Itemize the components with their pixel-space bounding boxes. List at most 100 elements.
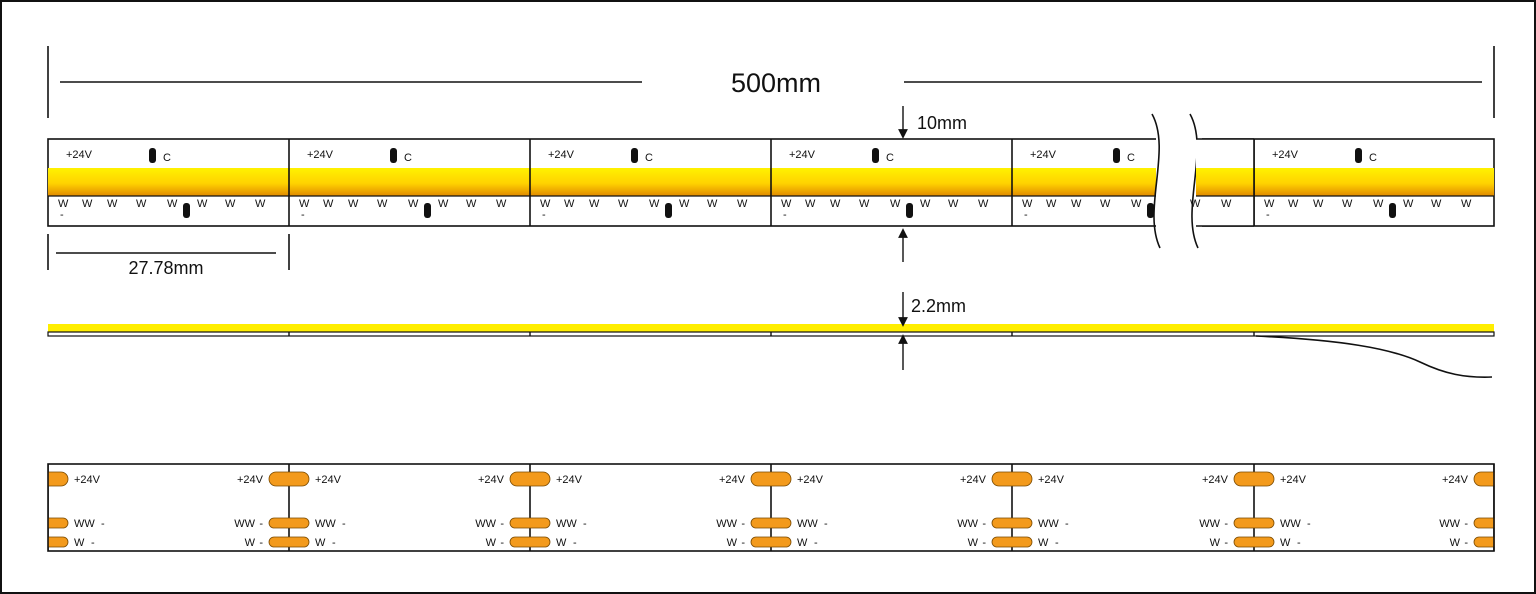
- led-label: W: [707, 198, 718, 210]
- break-curve-right: [1189, 113, 1199, 249]
- led-label: W: [649, 198, 660, 210]
- pad-label: WW: [315, 518, 336, 530]
- voltage-label: +24V: [1030, 149, 1057, 161]
- led-label: W: [948, 198, 959, 210]
- thickness-dimension: 2.2mm: [898, 292, 966, 370]
- solder-pad: [1233, 536, 1275, 548]
- capacitor-icon: [872, 148, 879, 163]
- pad-minus-label: -: [982, 518, 986, 530]
- led-label: W: [978, 198, 989, 210]
- pad-label: +24V: [315, 474, 342, 486]
- led-label: W: [920, 198, 931, 210]
- voltage-label: +24V: [548, 149, 575, 161]
- pad-label: +24V: [797, 474, 824, 486]
- pad-label: WW: [957, 518, 978, 530]
- led-label: W: [830, 198, 841, 210]
- led-label: W: [225, 198, 236, 210]
- led-label: W: [58, 198, 69, 210]
- pad-label: +24V: [74, 474, 101, 486]
- pad-minus-label: -: [814, 537, 818, 549]
- pad-minus-label: -: [1464, 537, 1468, 549]
- minus-label: -: [301, 209, 305, 221]
- capacitor-icon: [1355, 148, 1362, 163]
- pad-label: W: [727, 537, 738, 549]
- pad-label: WW: [1439, 518, 1460, 530]
- component-label: C: [1369, 152, 1377, 164]
- voltage-label: +24V: [307, 149, 334, 161]
- minus-label: -: [60, 209, 64, 221]
- led-label: W: [1342, 198, 1353, 210]
- break-strip-led-band: [1196, 168, 1254, 196]
- pad-label: W: [556, 537, 567, 549]
- solder-pad: [268, 471, 310, 487]
- pad-minus-label: -: [1224, 537, 1228, 549]
- led-label: W: [618, 198, 629, 210]
- pad-label: WW: [475, 518, 496, 530]
- total-length-label: 500mm: [731, 68, 821, 98]
- pad-label: W: [486, 537, 497, 549]
- pad-label: W: [1280, 537, 1291, 549]
- solder-pad: [991, 517, 1033, 529]
- pad-label: W: [797, 537, 808, 549]
- minus-label: -: [542, 209, 546, 221]
- led-label: W: [438, 198, 449, 210]
- solder-pad: [991, 471, 1033, 487]
- pad-label: WW: [1199, 518, 1220, 530]
- total-length-dimension: 500mm: [47, 46, 1495, 118]
- component-label: C: [404, 152, 412, 164]
- pad-label: WW: [716, 518, 737, 530]
- pad-label: W: [1210, 537, 1221, 549]
- component-label: C: [163, 152, 171, 164]
- led-label: W: [1071, 198, 1082, 210]
- voltage-label: +24V: [66, 149, 93, 161]
- pad-minus-label: -: [573, 537, 577, 549]
- pad-label: WW: [234, 518, 255, 530]
- led-label: W: [1131, 198, 1142, 210]
- solder-pad: [1233, 471, 1275, 487]
- strip-back-view: +24V+24VWW--WWW--W+24V+24VWW--WWW--W+24V…: [36, 463, 1507, 552]
- solder-pad: [750, 471, 792, 487]
- resistor-icon: [424, 203, 431, 218]
- strip-side-view: [47, 324, 1495, 378]
- led-label: W: [1022, 198, 1033, 210]
- pad-label: +24V: [1280, 474, 1307, 486]
- pad-minus-label: -: [259, 537, 263, 549]
- resistor-icon: [1389, 203, 1396, 218]
- pad-label: W: [1038, 537, 1049, 549]
- solder-pad: [268, 517, 310, 529]
- led-label: W: [255, 198, 266, 210]
- led-label: W: [496, 198, 507, 210]
- led-label: W: [1264, 198, 1275, 210]
- pad-label: WW: [1038, 518, 1059, 530]
- led-label: W: [737, 198, 748, 210]
- led-label: W: [589, 198, 600, 210]
- voltage-label: +24V: [789, 149, 816, 161]
- pad-minus-label: -: [342, 518, 346, 530]
- pad-label: +24V: [1038, 474, 1065, 486]
- led-label: W: [859, 198, 870, 210]
- pad-minus-label: -: [583, 518, 587, 530]
- pad-minus-label: -: [1065, 518, 1069, 530]
- led-label: W: [197, 198, 208, 210]
- pad-minus-label: -: [1297, 537, 1301, 549]
- pad-label: +24V: [1202, 474, 1229, 486]
- solder-pad: [1233, 517, 1275, 529]
- pad-minus-label: -: [91, 537, 95, 549]
- pad-label: WW: [74, 518, 95, 530]
- pad-label: +24V: [1442, 474, 1469, 486]
- led-label: W: [1313, 198, 1324, 210]
- pad-minus-label: -: [824, 518, 828, 530]
- segment-length-dimension: 27.78mm: [47, 234, 290, 278]
- voltage-label: +24V: [1272, 149, 1299, 161]
- thickness-label: 2.2mm: [911, 296, 966, 316]
- resistor-icon: [183, 203, 190, 218]
- led-label: W: [408, 198, 419, 210]
- pad-minus-label: -: [259, 518, 263, 530]
- led-label: W: [1288, 198, 1299, 210]
